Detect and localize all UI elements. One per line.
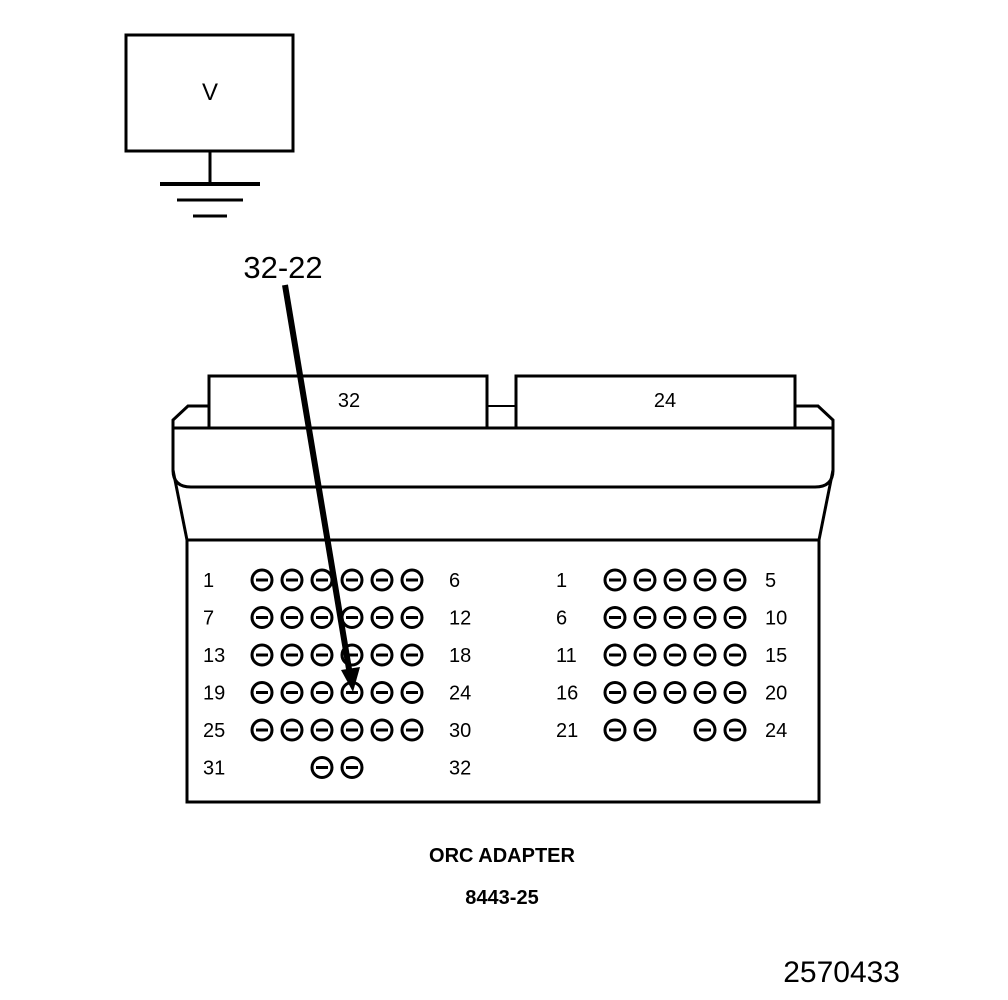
connector-left-pin[interactable] — [250, 718, 274, 742]
connector-left-pin[interactable] — [310, 643, 334, 667]
connector-left-pin[interactable] — [280, 718, 304, 742]
connector-right-pin[interactable] — [603, 643, 627, 667]
connector-right-row-start-label: 11 — [556, 645, 577, 667]
connector-right-pin[interactable] — [633, 606, 657, 629]
connector-left-pin[interactable] — [400, 718, 424, 742]
connector-left-pin[interactable] — [370, 643, 394, 667]
connector-left-pin[interactable] — [280, 606, 304, 629]
connector-left-row-end-label: 24 — [449, 683, 471, 705]
adapter-part-number: 8443-25 — [465, 887, 538, 909]
connector-right-row-end-label: 24 — [765, 720, 787, 742]
connector-left-row-end-label: 30 — [449, 720, 471, 742]
test-pin-callout-label: 32-22 — [243, 250, 322, 285]
connector-right-pin[interactable] — [693, 643, 717, 667]
connector-left-pin[interactable] — [340, 568, 364, 592]
connector-left-pin[interactable] — [340, 606, 364, 629]
connector-left-pin[interactable] — [250, 681, 274, 704]
connector-left-pin[interactable] — [250, 606, 274, 629]
connector-right-pin[interactable] — [633, 718, 657, 742]
connector-right-pin[interactable] — [603, 718, 627, 742]
connector-left-pin[interactable] — [310, 756, 334, 779]
connector-left-pin[interactable] — [280, 681, 304, 704]
connector-left-pin[interactable] — [400, 643, 424, 667]
connector-left-row-end-label: 6 — [449, 570, 460, 592]
adapter-face — [185, 538, 821, 804]
connector-left-row-start-label: 19 — [203, 683, 225, 705]
connector-left-row-end-label: 18 — [449, 645, 471, 667]
connector-right-pin[interactable] — [693, 568, 717, 592]
connector-left-row-end-label: 12 — [449, 608, 471, 630]
connector-left-pin[interactable] — [310, 718, 334, 742]
connector-32-pin-field: 1 6 7 12 13 18 19 24 25 30 31 32 — [203, 568, 471, 780]
connector-left-pin[interactable] — [280, 568, 304, 592]
ground-symbol — [160, 182, 260, 218]
connector-left-pin[interactable] — [400, 681, 424, 704]
connector-left-pin[interactable] — [400, 568, 424, 592]
adapter-title: ORC ADAPTER — [429, 845, 575, 867]
connector-right-pin[interactable] — [603, 681, 627, 704]
connector-header-32 — [207, 374, 489, 430]
connector-right-row-end-label: 15 — [765, 645, 787, 667]
connector-right-pin[interactable] — [723, 568, 747, 592]
connector-left-pin[interactable] — [400, 606, 424, 629]
connector-right-pin[interactable] — [663, 681, 687, 704]
connector-header-label-24: 24 — [654, 390, 676, 412]
connector-left-pin[interactable] — [280, 643, 304, 667]
connector-right-row-start-label: 6 — [556, 608, 567, 630]
connector-left-pin[interactable] — [370, 606, 394, 629]
connector-right-pin[interactable] — [693, 606, 717, 629]
connector-left-row-start-label: 13 — [203, 645, 225, 667]
connector-left-pin[interactable] — [370, 568, 394, 592]
connector-left-pin[interactable] — [370, 681, 394, 704]
connector-right-pin[interactable] — [603, 606, 627, 629]
connector-right-pin[interactable] — [723, 718, 747, 742]
connector-right-row-start-label: 21 — [556, 720, 578, 742]
connector-left-pin[interactable] — [370, 718, 394, 742]
probe-arrow — [282, 284, 360, 692]
connector-header-label-32: 32 — [338, 390, 360, 412]
connector-right-row-start-label: 1 — [556, 570, 567, 592]
connector-right-row-end-label: 10 — [765, 608, 787, 630]
voltmeter-label: V — [202, 79, 218, 106]
connector-left-row-start-label: 25 — [203, 720, 225, 742]
connector-left-pin[interactable] — [310, 568, 334, 592]
connector-right-pin[interactable] — [633, 643, 657, 667]
connector-right-pin[interactable] — [633, 681, 657, 704]
connector-left-pin[interactable] — [340, 756, 364, 779]
connector-right-pin[interactable] — [723, 643, 747, 667]
connector-left-row-start-label: 7 — [203, 608, 214, 630]
connector-left-pin[interactable] — [250, 568, 274, 592]
connector-right-pin[interactable] — [723, 681, 747, 704]
connector-right-row-end-label: 5 — [765, 570, 776, 592]
connector-right-pin[interactable] — [693, 718, 717, 742]
connector-left-row-start-label: 31 — [203, 758, 225, 780]
connector-right-pin[interactable] — [663, 606, 687, 629]
connector-left-row-start-label: 1 — [203, 570, 214, 592]
connector-right-pin[interactable] — [693, 681, 717, 704]
connector-left-pin[interactable] — [310, 681, 334, 704]
connector-right-pin[interactable] — [633, 568, 657, 592]
connector-right-pin[interactable] — [603, 568, 627, 592]
voltmeter: V — [124, 33, 295, 218]
connector-right-row-start-label: 16 — [556, 683, 578, 705]
figure-id: 2570433 — [783, 956, 900, 989]
connector-right-pin[interactable] — [723, 606, 747, 629]
connector-right-pin[interactable] — [663, 568, 687, 592]
connector-left-pin[interactable] — [250, 643, 274, 667]
connector-left-row-end-label: 32 — [449, 758, 471, 780]
connector-right-pin[interactable] — [663, 643, 687, 667]
connector-left-pin[interactable] — [340, 718, 364, 742]
connector-left-pin[interactable] — [310, 606, 334, 629]
connector-right-row-end-label: 20 — [765, 683, 787, 705]
